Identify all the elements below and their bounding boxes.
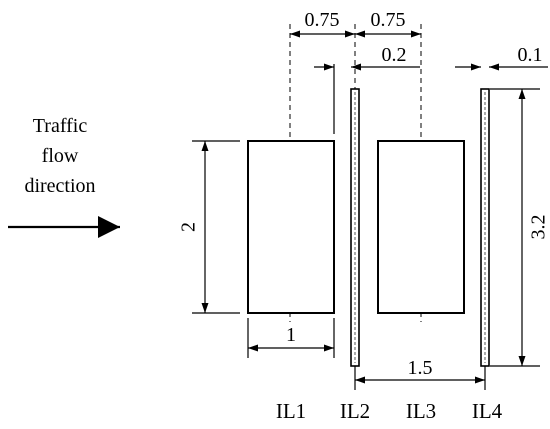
dim-block-height-label: 2	[178, 222, 200, 232]
interlayer-label-il3: IL3	[406, 399, 436, 423]
dim-block-width-label: 1	[286, 324, 296, 346]
tire-block-right	[377, 140, 465, 314]
interlayer-label-il4: IL4	[472, 399, 503, 423]
dim-strip-width-label: 0.1	[518, 44, 543, 66]
interlayer-label-il2: IL2	[340, 399, 370, 423]
tire-block-left	[247, 140, 335, 314]
dim-gap-label: 0.2	[382, 44, 407, 66]
dim-top-right-label: 0.75	[371, 9, 406, 31]
traffic-flow-label: Traffic flow direction	[24, 115, 95, 197]
flow-label-line3: direction	[24, 175, 95, 197]
flow-label-line1: Traffic	[33, 115, 88, 137]
interlayer-label-il1: IL1	[276, 399, 306, 423]
dim-strip-height-label: 3.2	[528, 215, 550, 240]
dim-strip-spacing-label: 1.5	[408, 357, 433, 379]
flow-label-line2: flow	[42, 145, 79, 167]
dim-top-left-label: 0.75	[305, 9, 340, 31]
